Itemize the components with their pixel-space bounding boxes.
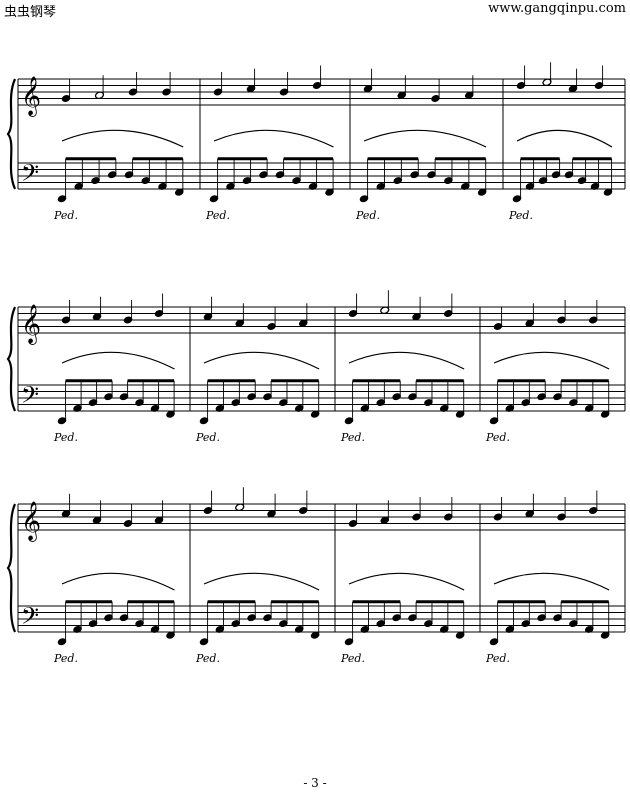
bass-clef: 𝄢 [21, 381, 39, 414]
slur [61, 351, 175, 370]
pedal-mark: Ped. [355, 209, 380, 222]
pedal-mark: Ped. [53, 652, 78, 665]
pedal-mark: Ped. [53, 209, 78, 222]
brace [6, 306, 17, 412]
pedal-mark: Ped. [485, 431, 510, 444]
site-name: 虫虫钢琴 [4, 5, 57, 20]
brace [6, 503, 17, 633]
slur [363, 129, 487, 148]
pedal-mark: Ped. [205, 209, 230, 222]
slur [61, 572, 175, 591]
slur [203, 572, 320, 591]
pedal-mark: Ped. [195, 652, 220, 665]
treble-clef: 𝄞 [21, 76, 41, 117]
brace [6, 78, 17, 190]
bass-clef: 𝄢 [21, 159, 39, 192]
treble-clef: 𝄞 [21, 501, 41, 542]
slur [516, 129, 613, 148]
page-number: - 3 - [303, 776, 327, 790]
slur [493, 351, 610, 370]
pedal-mark: Ped. [508, 209, 533, 222]
pedal-mark: Ped. [340, 431, 365, 444]
slur [348, 351, 465, 370]
treble-clef: 𝄞 [21, 304, 41, 345]
site-url: www.gangqinpu.com [488, 1, 626, 16]
slur [493, 572, 610, 591]
pedal-mark: Ped. [485, 652, 510, 665]
pedal-mark: Ped. [195, 431, 220, 444]
slur [348, 572, 465, 591]
bass-clef: 𝄢 [21, 602, 39, 635]
pedal-mark: Ped. [340, 652, 365, 665]
pedal-mark: Ped. [53, 431, 78, 444]
slur [203, 351, 320, 370]
slur [61, 129, 184, 148]
slur [213, 129, 334, 148]
